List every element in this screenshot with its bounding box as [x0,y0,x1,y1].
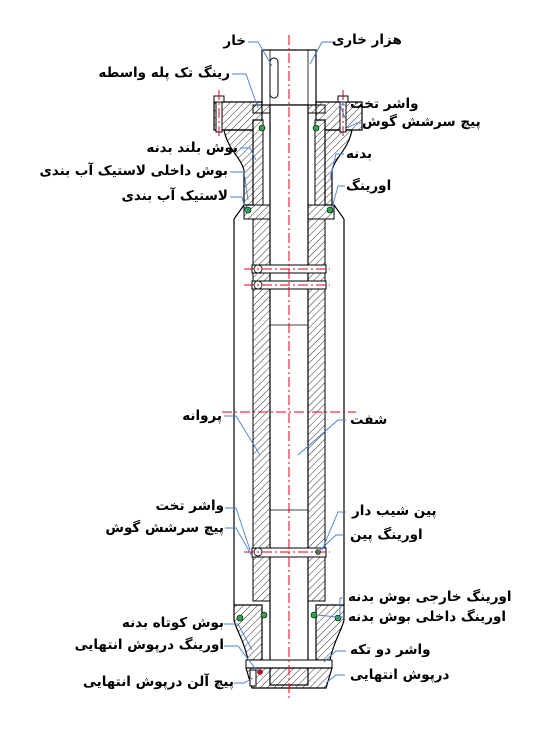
center-lines [218,35,356,700]
label-outer-oring-bushing: اورینگ خارجی بوش بدنه [348,589,512,605]
label-flat-washer-top: واشر تخت [350,96,419,112]
oring-mid-left [244,206,252,214]
label-long-bushing: بوش بلند بدنه [146,140,238,156]
label-pin-oring: اورینگ پین [350,527,423,543]
top-flange [213,101,363,206]
oring-top-left [258,124,266,132]
label-taper-pin: پین شیب دار [352,503,437,519]
impeller-right [307,218,326,602]
label-seal-inner-bushing: بوش داخلی لاستیک آب بندی [39,163,228,179]
label-hex-bolt-bottom: پیچ سرشش گوش [105,520,224,536]
short-bushing-left [233,604,263,661]
label-hex-bolt-top: پیچ سرشش گوش [362,114,481,130]
label-impeller: پروانه [182,408,222,424]
label-inner-oring-bushing: اورینگ داخلی بوش بدنه [348,609,507,625]
label-end-cap: درپوش انتهایی [350,667,450,683]
label-snap-ring: خار [223,33,246,49]
label-oring-top: اورینگ [346,178,392,194]
oring-bush-outer-left [236,614,244,622]
label-shaft: شفت [350,412,388,428]
oring-bush-inner-left [260,611,268,619]
label-end-cap-oring: اورینگ درپوش انتهایی [74,637,224,653]
oring-end-cap [257,669,263,675]
label-spline: هزار خاری [332,32,402,48]
oring-bush-inner-right [310,611,318,619]
label-intermediate-ring: رینگ تک پله واسطه [98,65,230,81]
long-bushing-left [252,119,264,206]
intermediate-ring-right [307,104,326,114]
oring-bush-outer-right [334,614,342,622]
impeller-left [252,218,271,602]
leader-lines [224,41,362,684]
long-bushing-right [314,119,326,206]
oring-top-right [312,124,320,132]
label-seal-rubber: لاستیک آب بندی [121,188,228,204]
label-allen-bolt: پیچ آلن درپوش انتهایی [82,674,234,690]
intermediate-ring [252,104,271,114]
label-split-washer: واشر دو تکه [350,642,431,658]
label-body: بدنه [346,146,373,162]
label-flat-washer-bottom: واشر تخت [155,498,224,514]
oring-mid-right [326,206,334,214]
label-short-bushing: بوش کوتاه بدنه [121,615,224,631]
